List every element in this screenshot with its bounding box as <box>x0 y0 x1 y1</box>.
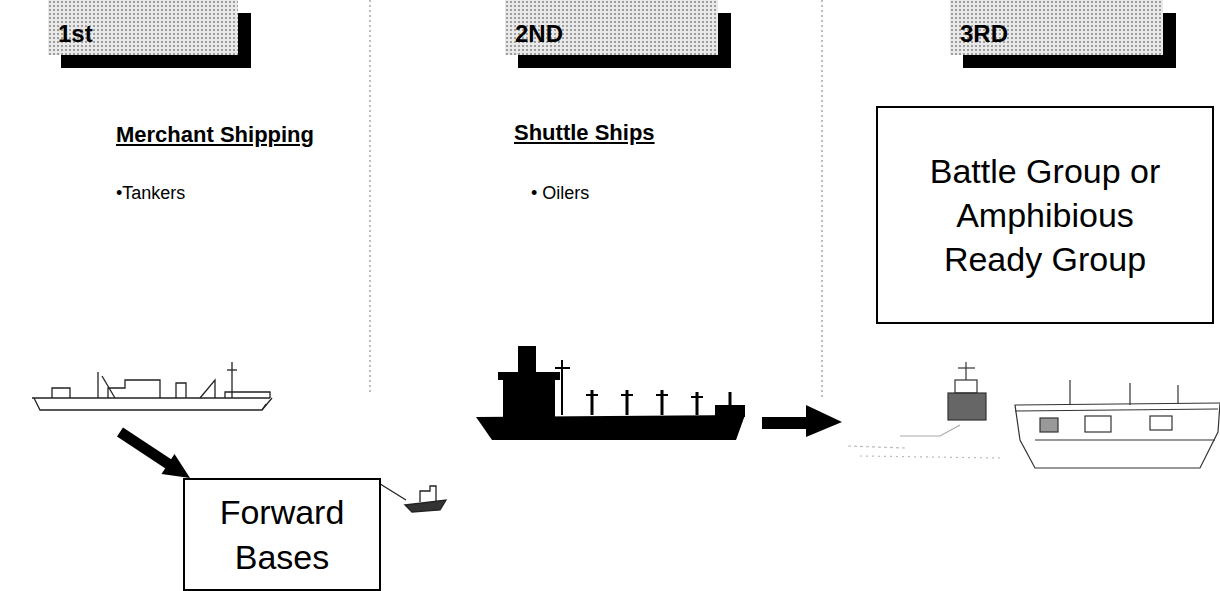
base-box: Forward Bases <box>183 478 381 591</box>
stage-header: 1st <box>48 0 238 55</box>
group-box: Battle Group or Amphibious Ready Group <box>876 106 1214 324</box>
stage-number: 1st <box>58 21 93 47</box>
stage-header: 2ND <box>505 0 718 55</box>
column-heading: Merchant Shipping <box>116 122 314 148</box>
bullet-item: • Oilers <box>531 183 589 204</box>
carrier-ship <box>848 362 1220 468</box>
oiler-ship <box>476 346 745 440</box>
group-text: Battle Group or Amphibious Ready Group <box>920 149 1170 282</box>
stage-number: 3RD <box>960 21 1008 47</box>
tanker-ship <box>32 362 272 410</box>
flow-arrow <box>762 405 842 437</box>
column-heading: Shuttle Ships <box>514 120 655 146</box>
base-text: Forward Bases <box>197 490 367 578</box>
bullet-item: •Tankers <box>116 183 185 204</box>
column-separator <box>821 0 823 400</box>
column-separator <box>369 0 371 395</box>
flow-arrow <box>120 432 190 478</box>
small-boat <box>377 482 446 512</box>
stage-header: 3RD <box>950 0 1163 55</box>
stage-number: 2ND <box>515 21 563 47</box>
